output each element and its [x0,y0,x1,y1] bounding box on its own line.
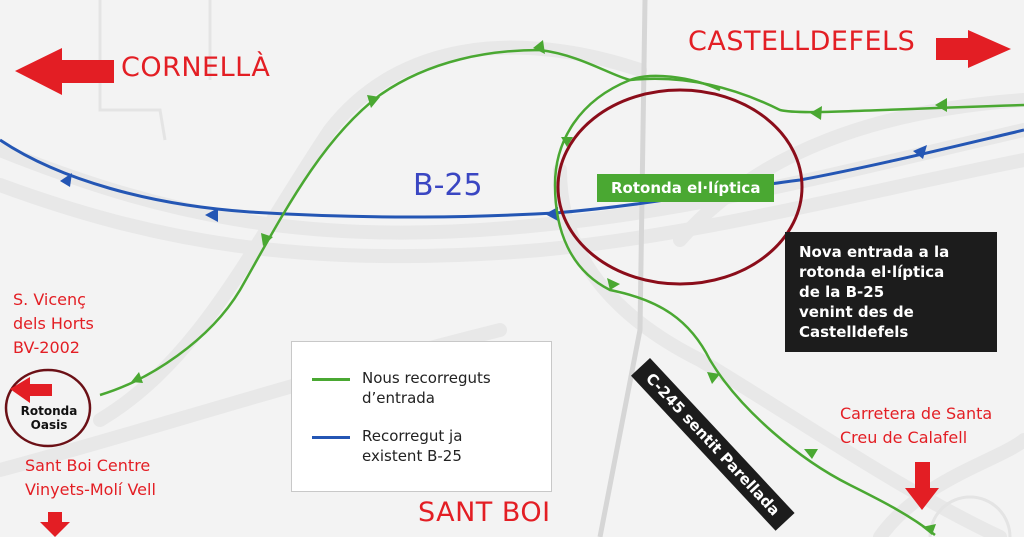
text-line: Sant Boi Centre [25,456,151,475]
arrow-down-icon [40,512,70,537]
blue-line-icon [312,436,350,439]
text-line: BV-2002 [13,338,80,357]
text-line: Carretera de Santa [840,404,993,423]
legend-item-new-routes: Nous recorreguts d’entrada [312,368,491,408]
text-line: S. Vicenç [13,290,86,309]
green-line-icon [312,378,350,381]
destination-sant-boi-centre: Sant Boi Centre Vinyets-Molí Vell [25,454,156,502]
oasis-roundabout-circle [4,368,92,448]
text-line: Oasis [30,418,68,432]
text-line: Creu de Calafell [840,428,968,447]
text-line: Rotonda [20,404,78,418]
text-line: Recorregut ja [362,427,463,445]
new-routes [99,48,1024,536]
legend: Nous recorreguts d’entrada Recorregut ja… [291,341,552,492]
blue-arrows [60,145,927,222]
legend-label: Nous recorreguts d’entrada [362,368,491,408]
elliptical-roundabout-label: Rotonda el·líptica [597,174,775,202]
arrow-left-icon [10,377,52,403]
text-line: Nova entrada a la [799,243,950,261]
text-line: existent B-25 [362,447,462,465]
green-arrows [131,40,947,535]
text-line: rotonda el·líptica [799,263,945,281]
text-line: venint des de [799,303,914,321]
text-line: Vinyets-Molí Vell [25,480,156,499]
destination-cornella: CORNELLÀ [121,52,271,83]
arrow-right-icon [936,30,1011,68]
thin-roads [98,0,1012,537]
legend-item-existing-route: Recorregut ja existent B-25 [312,426,462,466]
destination-castelldefels: CASTELLDEFELS [688,26,916,57]
text-line: Nous recorreguts [362,369,491,387]
arrow-left-icon [15,48,114,95]
destination-sant-vicenc: S. Vicenç dels Horts BV-2002 [13,288,94,360]
text-line: de la B-25 [799,283,885,301]
destination-santa-creu: Carretera de Santa Creu de Calafell [840,402,992,450]
oasis-roundabout-label: Rotonda Oasis [12,404,86,432]
arrow-down-icon [905,462,939,510]
text-line: d’entrada [362,389,435,407]
elliptical-roundabout-circle [556,88,804,286]
road-label-b25: B-25 [413,168,483,203]
destination-sant-boi: SANT BOI [418,497,551,528]
new-entrance-callout: Nova entrada a la rotonda el·líptica de … [785,232,997,352]
legend-label: Recorregut ja existent B-25 [362,426,462,466]
text-line: Castelldefels [799,323,909,341]
text-line: dels Horts [13,314,94,333]
